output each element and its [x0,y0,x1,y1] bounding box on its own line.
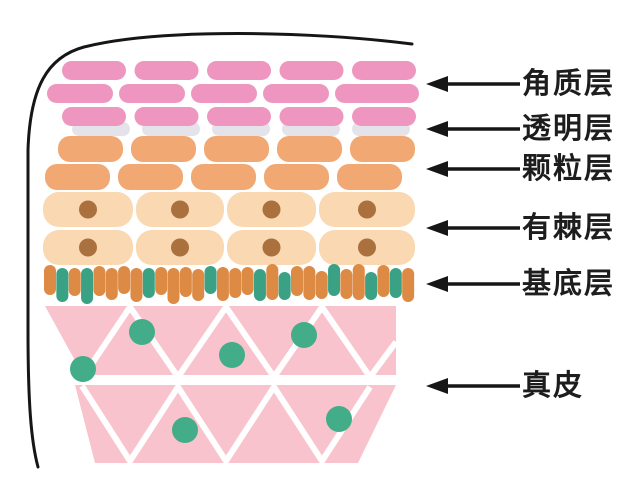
granulosum-cell [264,164,329,190]
corneum-cell [207,61,271,80]
stratum-basale-cells [44,264,415,304]
corneum-cell [207,107,271,126]
dermis-cell [219,342,245,368]
granulosum-cell [204,136,269,162]
layer-label-stratum-spinosum: 有棘层 [522,212,616,244]
label-row-stratum-basale: 基底层 [424,267,615,301]
basale-cell [303,266,316,300]
basale-cell-teal [328,264,341,296]
corneum-cell [352,61,416,80]
basale-cell [105,268,118,300]
label-row-stratum-corneum: 角质层 [424,67,615,101]
basale-cell-teal [253,269,266,301]
basale-cell [192,269,205,301]
granulosum-cell [277,136,342,162]
label-row-dermis: 真皮 [424,369,584,403]
label-row-stratum-spinosum: 有棘层 [424,211,615,245]
dermis-fiber-gap [80,301,399,383]
arrow-left-icon [426,378,520,394]
basale-cell [93,266,106,296]
dermis-cell [129,319,155,345]
arrow-left-icon [426,161,520,177]
cell-nucleus [262,200,281,219]
layer-label-stratum-corneum: 角质层 [522,68,616,100]
dermis-cell [70,356,96,382]
dermis-cells [70,319,352,443]
granulosum-cell [350,136,415,162]
corneum-cell [352,107,416,126]
cell-nucleus [262,238,281,257]
corneum-cell [134,61,199,80]
basale-cell [266,264,279,300]
basale-cell-teal [81,268,94,304]
stratum-corneum-cells [47,61,419,126]
layer-label-stratum-lucidum: 透明层 [522,113,616,145]
corneum-cell [47,84,113,103]
granulosum-cell [45,164,110,190]
arrow-left-icon [426,276,520,292]
cell-nucleus [171,200,189,219]
basale-cell [167,268,180,304]
basale-cell [340,269,353,299]
cell-nucleus [79,238,97,257]
basale-cell [130,268,143,302]
granulosum-cell [191,164,256,190]
arrow-left-icon [426,121,520,137]
layer-label-stratum-granulosum: 颗粒层 [522,153,616,185]
skin-outline [26,32,414,469]
basale-cell [155,267,168,295]
basale-cell-teal [204,266,217,294]
dermis-cell [326,406,352,432]
stratum-spinosum-cells [43,192,415,265]
basale-cell [68,268,81,296]
layer-label-stratum-basale: 基底层 [522,268,616,300]
basale-cell [377,265,390,297]
corneum-cell [119,84,185,103]
basale-cell [402,268,415,302]
cell-nucleus [79,200,97,219]
basale-cell-teal [365,272,378,300]
cell-nucleus [171,238,189,257]
dermis-cell [172,417,198,443]
basale-cell-teal [142,268,155,298]
granulosum-cell [58,136,123,162]
dermis-fiber-gap [79,381,373,467]
basale-cell [44,265,56,295]
stratum-granulosum-cells [45,136,415,190]
dermis-band-lower [75,385,396,463]
label-row-stratum-granulosum: 颗粒层 [424,152,615,186]
corneum-cell [279,61,344,80]
granulosum-cell [337,164,402,190]
label-row-stratum-lucidum: 透明层 [424,112,615,146]
basale-cell [241,267,254,295]
basale-cell-teal [56,268,69,302]
corneum-cell [279,107,344,126]
corneum-cell [134,107,199,126]
granulosum-cell [131,136,196,162]
basale-cell [315,271,328,299]
corneum-cell [263,84,329,103]
basale-cell [352,264,365,300]
corneum-cell [191,84,257,103]
dermis-cell [291,322,317,348]
corneum-cell [335,84,419,103]
basale-cell [118,266,131,294]
dermis-tissue [45,301,399,467]
cell-nucleus [358,200,376,219]
basale-cell-teal [278,272,291,300]
basale-cell [291,266,303,296]
arrow-left-icon [426,220,520,236]
basale-cell [216,267,229,301]
corneum-cell [62,107,126,126]
basale-cell [229,268,242,298]
basale-cell-teal [389,268,402,298]
layer-label-dermis: 真皮 [522,370,585,402]
basale-cell [179,267,192,297]
arrow-left-icon [426,76,520,92]
cell-nucleus [358,238,376,257]
granulosum-cell [118,164,183,190]
corneum-cell [62,61,126,80]
